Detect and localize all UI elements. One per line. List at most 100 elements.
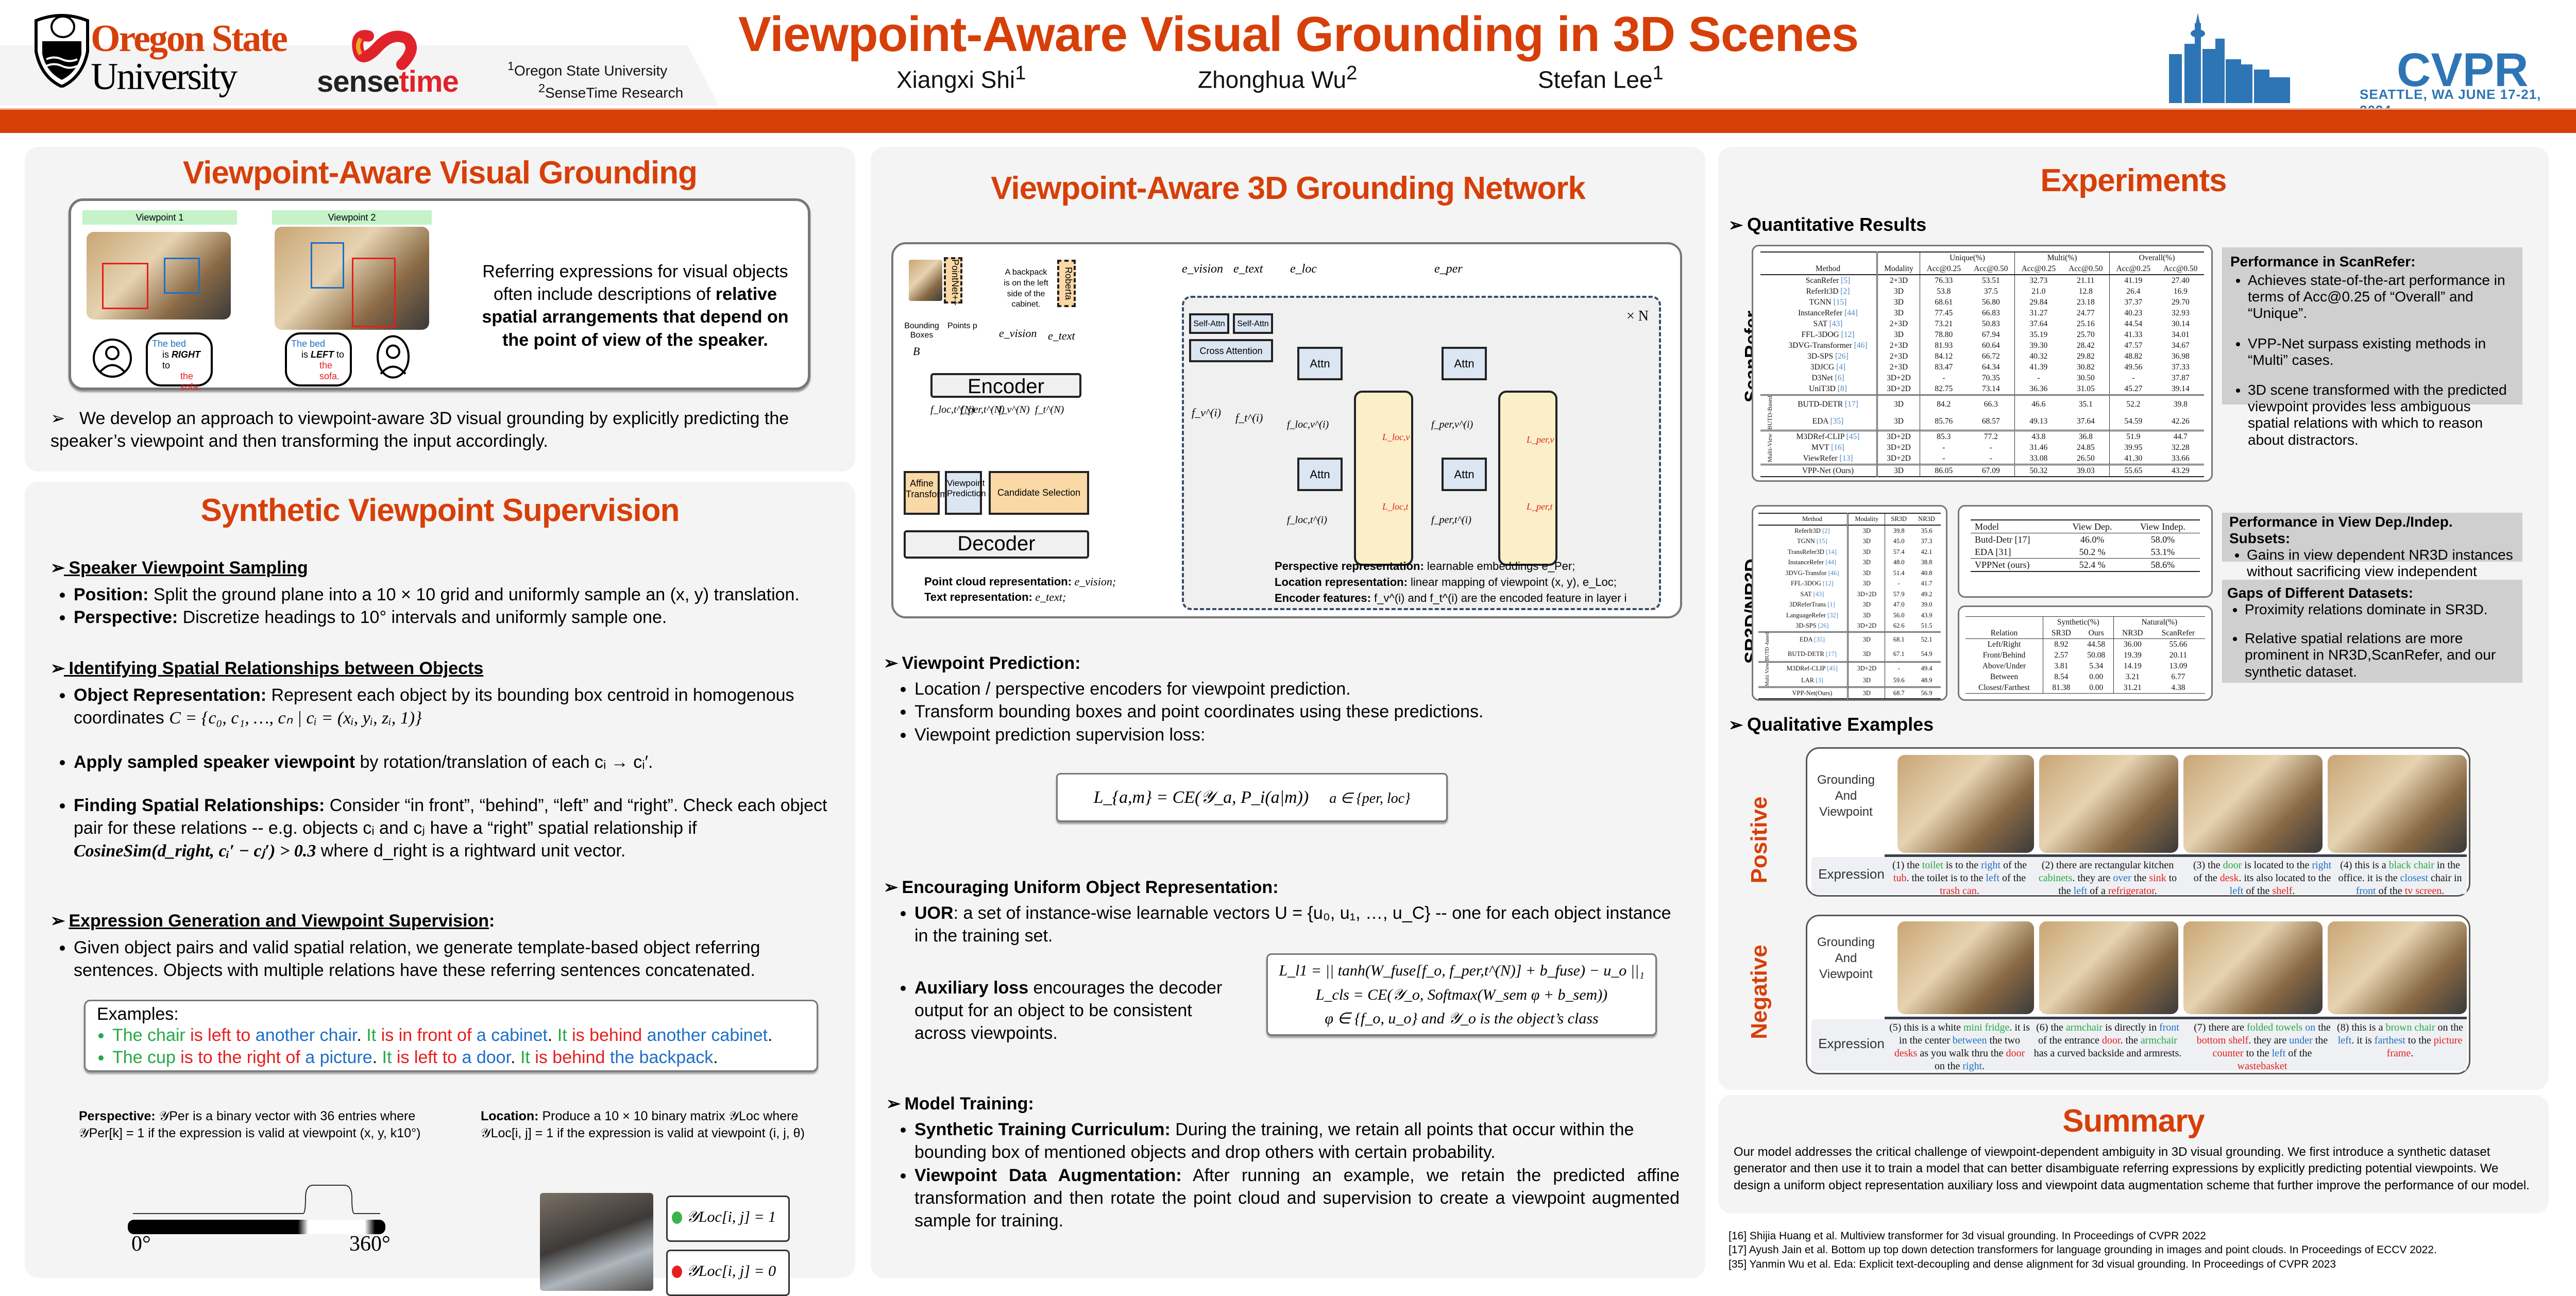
text-run: is left to [392,1047,462,1067]
text-run: armchair [2140,1035,2177,1046]
table-cell: 67.94 [1981,330,2000,339]
citation-link[interactable]: [45] [1846,432,1860,441]
self-attn-text: Self-Attn [1233,313,1273,334]
self-attn-vision: Self-Attn [1189,313,1229,334]
table-cell: 3D [1876,297,1920,308]
citation-link[interactable]: [15] [1816,537,1827,545]
citation-link[interactable]: [6] [1835,374,1844,382]
grounding-label: Grounding And Viewpoint [1817,935,1875,982]
encoder-block: Encoder [930,373,1081,398]
red-dot-icon [672,1266,682,1278]
text-run: door [2006,1048,2025,1059]
f-per-t-i: f_per,t^(i) [1431,514,1471,526]
section-label: BUTD-Based [1766,396,1773,430]
table-cell [1876,252,1920,263]
table-cell: 52.1 [1921,636,1933,644]
citation-link[interactable]: [45] [1827,665,1838,672]
citation-link[interactable]: [16] [1831,443,1844,452]
citation-link[interactable]: [13] [1839,454,1853,463]
table-cell: 52.4 % [2079,560,2106,570]
text-run: front [2355,885,2376,897]
encoder-representation-caption: Perspective representation: learnable em… [1275,559,1626,606]
table-cell: 45.27 [2109,383,2157,395]
affil-mark: 1 [507,59,514,73]
table-cell: - [1920,442,1968,453]
citation-link[interactable]: [43] [1829,319,1843,328]
column-header: Model [1975,521,1999,532]
text-run: . [2292,885,2295,897]
table-cell: 3D+2D [1876,430,1920,442]
citation-link[interactable]: [12] [1823,580,1834,587]
item-text: : a set of instance-wise learnable vecto… [914,903,1671,946]
heading-text: Viewpoint Prediction: [902,653,1081,673]
citation-link[interactable]: [32] [1827,611,1838,619]
item-label: Viewpoint Data Augmentation: [914,1165,1182,1185]
citation-link[interactable]: [3] [1816,677,1823,684]
table-cell: 35.19 [2014,329,2062,340]
citation-link[interactable]: [44] [1844,309,1858,317]
table-cell: 50.83 [1981,319,2000,328]
author-name: Xiangxi Shi [896,66,1015,93]
table-cell: 3D+2D [1876,373,1920,383]
table-cell: 83.47 [1920,362,1968,373]
text-run: is directly in [2102,1022,2159,1033]
text-run: . [2411,1048,2414,1059]
text-run: of the entrance [2038,1035,2102,1046]
table-cell: 44.7 [2173,432,2188,441]
heading-text: Expression Generation and Viewpoint Supe… [69,911,489,931]
citation-link[interactable]: [12] [1841,330,1855,339]
citation-link[interactable]: [1] [1827,601,1835,608]
object-representation-item: Object Representation: Represent each ob… [74,684,828,730]
aux-loss-list: Auxiliary loss encourages the decoder ou… [914,977,1244,1045]
table-cell: 21.11 [2077,276,2095,285]
citation-link[interactable]: [35] [1830,417,1844,426]
section-expression-generation: ➢ Expression Generation and Viewpoint Su… [50,910,828,982]
citation-link[interactable]: [8] [1837,384,1847,393]
table-cell: 45.0 [1885,536,1913,547]
citation-link[interactable]: [5] [1841,276,1851,285]
table-cell: 3D [1847,546,1885,557]
intro-bullet-text: We develop an approach to viewpoint-awar… [50,409,789,451]
table-cell: 67.09 [1981,466,2000,475]
vp-loss-formula: L_{a,m} = CE(𝒴_a, P_i(a|m)) [1093,788,1309,807]
citation-link[interactable]: [17] [1825,650,1837,658]
table-cell: 42.1 [1921,548,1933,556]
attn-loc-t: Attn [1297,458,1343,491]
citation-link[interactable]: [4] [1836,363,1846,372]
citation-link[interactable]: [17] [1844,400,1858,409]
item-label: Position: [74,585,149,605]
table-cell: 40.8 [1921,569,1933,577]
citation-link[interactable]: [2] [1822,527,1830,534]
citation-link[interactable]: [44] [1825,559,1837,566]
citation-link[interactable]: [2] [1840,287,1850,296]
f-loc-t-N: f_loc,t^(N) [930,404,975,415]
method-name: M3DRef-CLIP [45] [1786,665,1838,672]
table-cell: 47.0 [1885,599,1913,610]
augmentation-item: Viewpoint Data Augmentation: After runni… [914,1164,1680,1233]
method-name: TransRefer3D [14] [1787,548,1837,556]
table-cell: 31.46 [2014,442,2062,453]
citation-link[interactable]: [43] [1813,590,1824,598]
column-header: Ours [2088,629,2104,637]
bed-bbox [311,242,344,289]
citation-link[interactable]: [26] [1835,352,1849,361]
citation-link[interactable]: [46] [1854,341,1868,350]
citation-link[interactable]: [14] [1826,548,1837,556]
table-cell: 3D [1876,413,1920,431]
cvpr-wordmark: CVPR [2397,44,2529,96]
citation-link[interactable]: [46] [1828,569,1839,577]
citation-link[interactable]: [15] [1833,298,1847,307]
citation-link[interactable]: [26] [1818,622,1829,629]
text-run: on [2305,1022,2316,1033]
cap-label: Location representation: [1275,575,1408,588]
table-cell: 44.58 [2087,640,2106,649]
citation-link[interactable]: [35] [1814,636,1825,644]
text-run: the two [1987,1035,2020,1046]
negative-caption-6: (6) the armchair is directly in front of… [2033,1021,2182,1060]
